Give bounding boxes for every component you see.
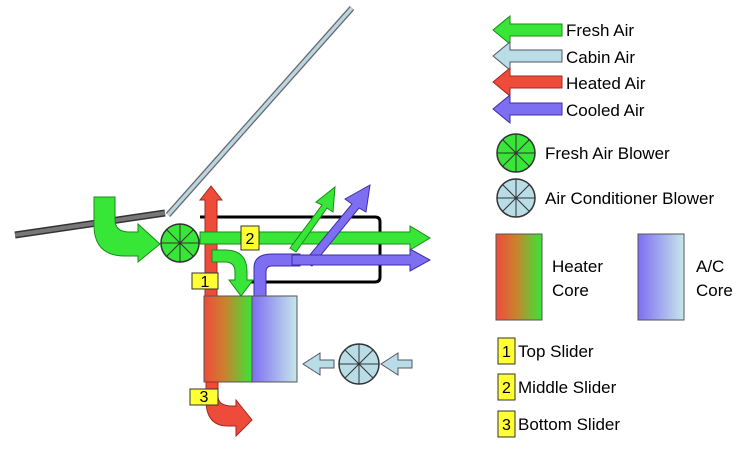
legend-ac-core-label-1: A/C [696, 257, 724, 276]
cabin-air-arrow-2 [380, 352, 413, 376]
legend-bottom-slider-number: 3 [502, 417, 511, 434]
cooled-air-outlet-arrow [291, 248, 432, 272]
dashboard-face [14, 211, 166, 237]
legend-middle-slider-label: Middle Slider [518, 378, 617, 397]
legend-ac-blower-label: Air Conditioner Blower [545, 189, 714, 208]
legend-middle-slider-number: 2 [502, 380, 511, 397]
legend-heater-core-swatch [495, 233, 543, 321]
legend-heater-core-label-2: Core [552, 281, 589, 300]
legend-fresh-air-label: Fresh Air [566, 21, 634, 40]
legend-bottom-slider-badge [497, 410, 516, 438]
legend-fresh-air-arrow [492, 14, 563, 46]
heater-core [203, 295, 253, 383]
fresh-air-blower-icon [160, 223, 200, 263]
windshield-glass [166, 6, 354, 217]
legend-ac-blower-icon [496, 178, 536, 218]
legend-bottom-slider-label: Bottom Slider [518, 415, 620, 434]
slider-badge-middle: 2 [240, 225, 260, 251]
ac-blower-icon [338, 343, 380, 385]
legend-cooled-air-arrow [492, 93, 563, 125]
slider-badge-bottom: 3 [189, 388, 219, 406]
legend-middle-slider-badge [497, 373, 516, 401]
fresh-air-intake-arrow [93, 196, 161, 264]
legend-heated-air-arrow [492, 66, 563, 98]
legend-top-slider-label: Top Slider [518, 342, 594, 361]
fresh-air-diagonal-arrow [289, 185, 336, 253]
legend-top-slider-number: 1 [502, 344, 511, 361]
legend-top-slider-badge [497, 337, 516, 365]
legend-heater-core-label-1: Heater [552, 257, 603, 276]
legend-ac-core-swatch [637, 233, 685, 321]
cooled-air-riser-arrow [253, 253, 301, 297]
legend: Fresh Air Cabin Air Heated Air Cooled Ai… [492, 14, 733, 438]
ac-core [251, 295, 298, 383]
cabin-air-arrow-1 [302, 352, 335, 376]
svg-text:2: 2 [246, 231, 255, 248]
legend-fresh-air-blower-label: Fresh Air Blower [545, 144, 670, 163]
legend-cabin-air-arrow [492, 40, 563, 72]
legend-cabin-air-label: Cabin Air [566, 48, 635, 67]
fresh-air-to-core-arrow [211, 249, 254, 297]
legend-heated-air-label: Heated Air [566, 74, 646, 93]
slider-badge-top: 1 [191, 272, 219, 291]
fresh-air-outlet-arrow [199, 225, 431, 251]
svg-text:1: 1 [201, 274, 210, 291]
air-duct-outline [200, 215, 382, 284]
legend-ac-core-label-2: Core [696, 281, 733, 300]
legend-fresh-air-blower-icon [496, 133, 536, 173]
legend-cooled-air-label: Cooled Air [566, 101, 645, 120]
svg-text:3: 3 [200, 389, 209, 406]
